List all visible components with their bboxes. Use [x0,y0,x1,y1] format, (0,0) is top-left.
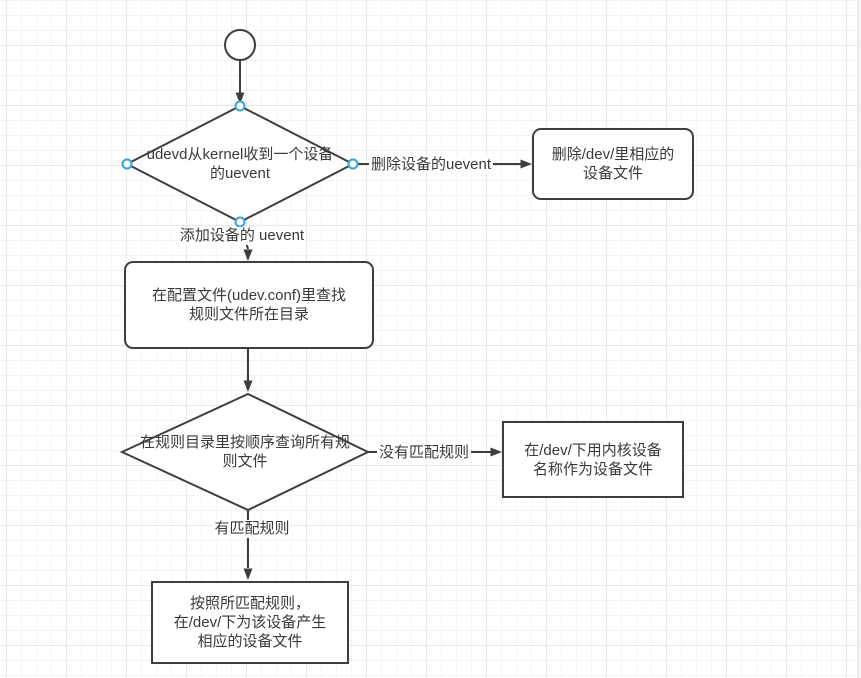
label-line: 名称作为设备文件 [532,460,653,478]
edge-label-has-match[interactable]: 有匹配规则 [212,520,292,538]
page-edge-divider [857,0,861,678]
label-line: 相应的设备文件 [197,633,303,650]
arrowhead [520,159,532,169]
label-line: 在/dev/下为该设备产生 [173,614,327,631]
decision-rules-label[interactable]: 在规则目录里按顺序查询所有规 则文件 [118,394,372,510]
label-line: 规则文件所在目录 [188,306,309,323]
start-node[interactable] [224,29,256,61]
edge-label-add-uevent[interactable]: 添加设备的 uevent [177,227,307,245]
edge-label-delete-uevent[interactable]: 删除设备的uevent [368,156,494,174]
process-create-node[interactable] [151,581,349,664]
arrowhead [243,380,253,392]
arrowhead [243,568,253,580]
arrowhead [243,249,253,261]
process-delete-label[interactable]: 删除/dev/里相应的 设备文件 [533,129,693,199]
arrowhead [235,92,245,104]
process-config-label[interactable]: 在配置文件(udev.conf)里查找 规则文件所在目录 [125,262,373,348]
label-line: 设备文件 [582,165,643,182]
label-line: 在规则目录里按顺序查询所有规 [139,434,350,451]
label-line: udevd从kernel收到一个设备 [146,146,334,163]
decision-uevent-label[interactable]: udevd从kernel收到一个设备 的uevent [112,106,368,222]
label-line: 在/dev/下用内核设备 [524,441,662,459]
process-kernel-name-node[interactable] [502,421,684,498]
process-create-label[interactable]: 按照所匹配规则， 在/dev/下为该设备产生 相应的设备文件 [152,582,348,663]
edge-label-no-match[interactable]: 没有匹配规则 [376,444,472,462]
label-line: 在配置文件(udev.conf)里查找 [152,287,346,304]
decision-rules-node[interactable] [119,392,371,512]
connection-point-icon[interactable] [234,100,246,112]
label-line: 则文件 [222,453,268,470]
process-delete-node[interactable] [532,128,694,200]
label-line: 按照所匹配规则， [189,595,310,612]
connection-point-icon[interactable] [121,158,133,170]
label-line: 删除/dev/里相应的 [551,146,675,163]
connection-point-icon[interactable] [347,158,359,170]
label-line: 的uevent [209,165,271,182]
connection-point-icon[interactable] [234,216,246,228]
arrowhead [490,447,502,457]
process-kernel-name-label[interactable]: 在/dev/下用内核设备 名称作为设备文件 [503,422,683,497]
process-config-node[interactable] [124,261,374,349]
